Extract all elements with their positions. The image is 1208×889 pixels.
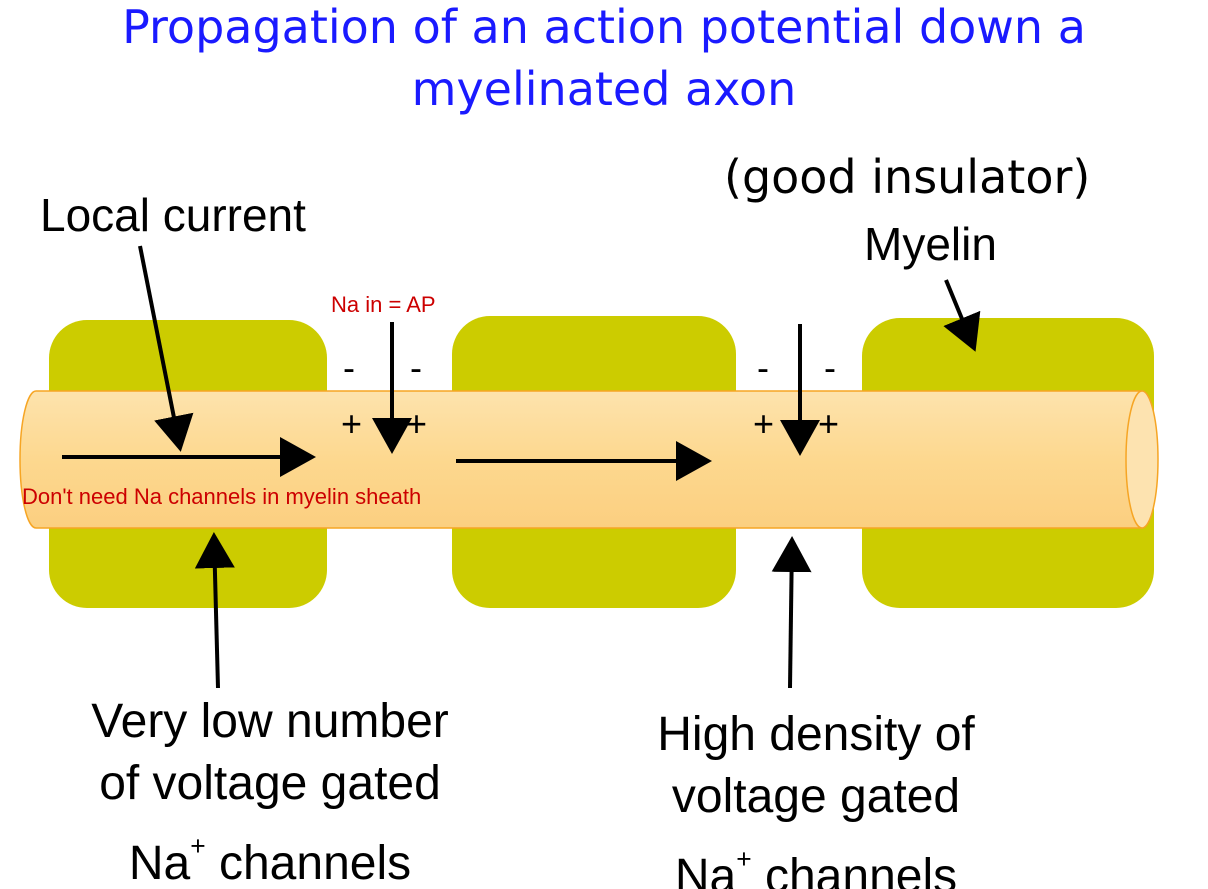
title-line-2: myelinated axon (411, 62, 797, 116)
high-density-line-2: voltage gated (671, 770, 961, 823)
low-number-label: Very low number of voltage gated Na+ cha… (30, 691, 510, 889)
high-density-pointer-arrow (771, 536, 812, 689)
local-current-label: Local current (40, 189, 306, 241)
minus-sign: - (410, 347, 422, 388)
local-current-pointer-arrow (138, 245, 194, 452)
high-density-line-1: High density of (657, 708, 975, 761)
high-density-line-3: Na+ channels (596, 828, 1036, 889)
plus-superscript: + (736, 844, 752, 874)
channels-text: channels (218, 836, 412, 889)
low-number-line-1: Very low number (91, 695, 449, 748)
high-density-label: High density of voltage gated Na+ channe… (596, 704, 1036, 889)
low-number-line-2: of voltage gated (99, 757, 441, 810)
minus-sign: - (757, 347, 769, 388)
minus-sign: - (343, 347, 355, 388)
myelin-pointer-arrow (943, 279, 981, 352)
good-insulator-label: (good insulator) (724, 150, 1091, 204)
plus-sign: + (818, 403, 840, 444)
na-in-ap-label: Na in = AP (331, 292, 436, 317)
title-line-1: Propagation of an action potential down … (122, 0, 1086, 54)
minus-sign: - (824, 347, 836, 388)
low-number-pointer-arrow (194, 532, 235, 689)
plus-sign: + (406, 403, 428, 444)
plus-superscript: + (190, 831, 206, 861)
low-number-line-3: Na+ channels (30, 815, 510, 889)
na-text: Na (128, 836, 191, 889)
channels-text: channels (764, 849, 958, 889)
no-na-channels-note: Don't need Na channels in myelin sheath (22, 484, 422, 509)
na-text: Na (674, 849, 737, 889)
plus-sign: + (753, 403, 775, 444)
axon-end-cap (1125, 390, 1159, 529)
plus-sign: + (341, 403, 363, 444)
myelin-label: Myelin (864, 218, 997, 270)
